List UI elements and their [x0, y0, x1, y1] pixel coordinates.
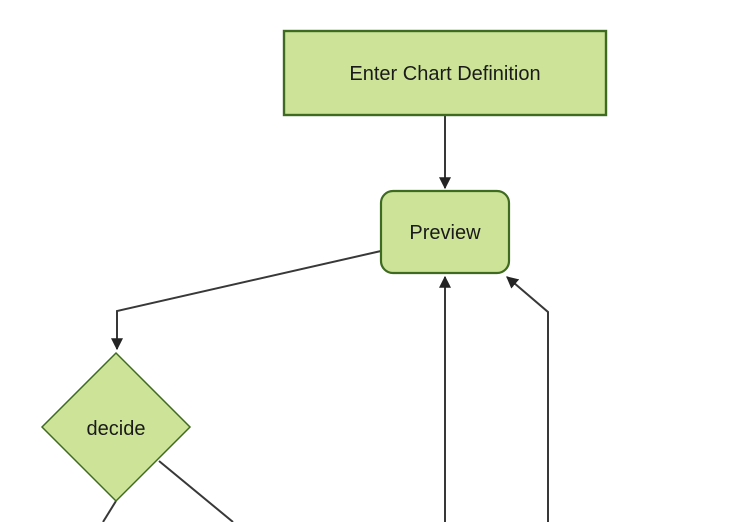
- node-enter-chart-definition-shape: [282, 29, 608, 117]
- node-preview: Preview: [379, 189, 511, 275]
- node-enter-chart-definition: Enter Chart Definition: [282, 29, 608, 117]
- node-preview-shape: [379, 189, 511, 275]
- edge-preview-to-decide: [111, 250, 382, 351]
- node-decide-shape: [40, 351, 192, 503]
- node-decide-label: decide: [87, 418, 146, 440]
- edge-return-to-preview-right: [506, 276, 549, 522]
- edge-decide-branch-left: [102, 500, 117, 522]
- node-preview-label: Preview: [409, 222, 481, 244]
- node-enter-chart-definition-label: Enter Chart Definition: [349, 63, 540, 85]
- node-decide: decide: [40, 351, 192, 503]
- edge-decide-branch-right: [158, 460, 234, 522]
